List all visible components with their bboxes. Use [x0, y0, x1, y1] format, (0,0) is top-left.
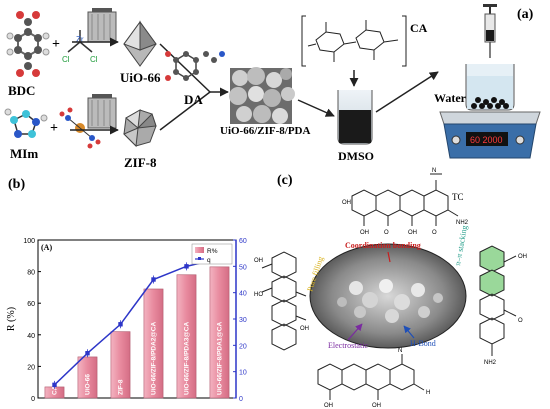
coordination-bonding-label: Coordination bonding: [345, 241, 421, 250]
electrostatic-label: Electrostatic: [328, 341, 368, 350]
autoclave-icon: [87, 8, 117, 43]
atom-label: HO: [254, 292, 263, 298]
stirrer-display: 60 2000: [470, 135, 503, 145]
y-tick-label-right: 10: [239, 370, 247, 377]
magnetic-stirrer: [439, 111, 541, 159]
panel-a: (a) BDC + Zr Cl Cl: [4, 4, 541, 170]
ca-label: CA: [410, 21, 428, 35]
zif8-label: ZIF-8: [124, 155, 157, 170]
uio66-label: UiO-66: [120, 70, 161, 85]
q-point: [118, 322, 123, 327]
plus-sign: +: [52, 37, 60, 52]
pi-stacking-label: π–π stacking: [453, 225, 469, 267]
x-tick-label: UiO-66/ZIF-8/PDA1@CA: [217, 322, 224, 395]
atom-label: N: [398, 348, 402, 354]
y-tick-label-right: 0: [239, 396, 243, 403]
syringe-icon: [483, 4, 497, 58]
bar: [209, 266, 230, 399]
y-axis-label: R (%): [6, 307, 17, 331]
y-tick-label-left: 100: [23, 238, 35, 245]
atom-label: O: [432, 230, 437, 236]
panel-a-label: (a): [517, 7, 534, 22]
legend-swatch-point: [198, 257, 201, 260]
q-point: [184, 264, 189, 269]
y-tick-label-right: 30: [239, 317, 247, 324]
atom-label: NH2: [456, 220, 469, 226]
y-tick-label-right: 40: [239, 291, 247, 298]
autoclave-icon: [87, 94, 117, 129]
removal-chart: (A) 0 20 40 60 80 100 0 10 20 30 40 50 60 R (%) CA UiO-6…: [6, 238, 247, 403]
x-tick-label: ZIF-8: [118, 379, 125, 395]
zrcl2-structure: Zr Cl Cl: [62, 30, 98, 64]
inner-panel-label: (A): [41, 243, 52, 252]
atom-label: N: [432, 168, 436, 174]
atom-label: OH: [360, 230, 369, 236]
bar: [143, 288, 164, 399]
atom-label: H: [426, 390, 430, 396]
y-tick-label-right: 50: [239, 264, 247, 271]
cl-label: Cl: [90, 55, 98, 64]
y-tick-label-left: 20: [27, 364, 35, 371]
q-point: [85, 351, 90, 356]
atom-label: OH: [342, 200, 351, 206]
atom-label: OH: [324, 403, 333, 409]
ca-polymer-structure: [301, 15, 407, 67]
tc-molecule-right: [479, 245, 517, 356]
da-label: DA: [184, 92, 203, 107]
panel-b-label: (b): [8, 177, 25, 192]
dmso-label: DMSO: [338, 149, 374, 163]
panel-c-label: (c): [277, 173, 293, 188]
y-tick-label-left: 80: [27, 270, 35, 277]
atom-label: O: [384, 230, 389, 236]
q-point: [151, 277, 156, 282]
zr-label: Zr: [76, 35, 84, 44]
cl-label: Cl: [62, 55, 70, 64]
y-tick-label-left: 0: [31, 396, 35, 403]
composite-label: UiO-66/ZIF-8/PDA: [220, 125, 310, 137]
y-tick-label-right: 60: [239, 238, 247, 245]
atom-label: NH2: [484, 360, 497, 366]
membrane-sem-ellipse: [309, 243, 467, 349]
x-tick-label: CA: [52, 385, 59, 395]
h-bond-label: H-Bond: [410, 339, 436, 348]
bar: [110, 331, 131, 399]
q-point: [52, 382, 57, 388]
uio66-crystal: [123, 20, 157, 67]
x-tick-label: UiO-66/ZIF-8/PDA2@CA: [151, 322, 158, 395]
panel-b: (b) (A) 0 20 40 60 80 100 0 10 20 30 40 50 60 R (%) CA U…: [6, 177, 247, 403]
tc-molecule-bottom: [317, 354, 425, 400]
tc-molecule-left: [261, 251, 307, 351]
y-tick-label-right: 20: [239, 343, 247, 350]
tc-label: TC: [452, 192, 464, 202]
atom-label: OH: [300, 326, 309, 332]
legend-entry: R%: [207, 248, 218, 255]
mim-molecule: [4, 108, 48, 138]
legend-entry: q: [207, 257, 211, 264]
panel-c: (c) TC OH OH O OH O NH2 N OH H: [254, 168, 527, 409]
bdc-molecule: [6, 11, 50, 77]
atom-label: OH: [408, 230, 417, 236]
dmso-beaker: [337, 90, 373, 145]
water-beaker: [465, 64, 515, 111]
y-tick-label-left: 40: [27, 333, 35, 340]
bdc-label: BDC: [8, 83, 35, 98]
composite-sem-image: [229, 67, 295, 124]
y-tick-label-left: 60: [27, 301, 35, 308]
water-label: Water: [434, 91, 467, 105]
tc-molecule-top: [351, 173, 459, 226]
atom-label: OH: [372, 403, 381, 409]
da-molecule: [165, 51, 225, 81]
mim-label: MIm: [10, 146, 38, 161]
legend-swatch-bar: [195, 247, 204, 253]
bar: [176, 274, 197, 399]
x-tick-label: UiO-66: [85, 374, 92, 395]
zif8-crystal: [123, 109, 157, 148]
atom-label: OH: [254, 258, 263, 264]
x-tick-label: UiO-66/ZIF-8/PDA3@CA: [184, 322, 191, 395]
atom-label: O: [518, 318, 523, 324]
atom-label: OH: [518, 254, 527, 260]
q-series-line: [53, 257, 220, 386]
plus-sign: +: [50, 121, 58, 136]
